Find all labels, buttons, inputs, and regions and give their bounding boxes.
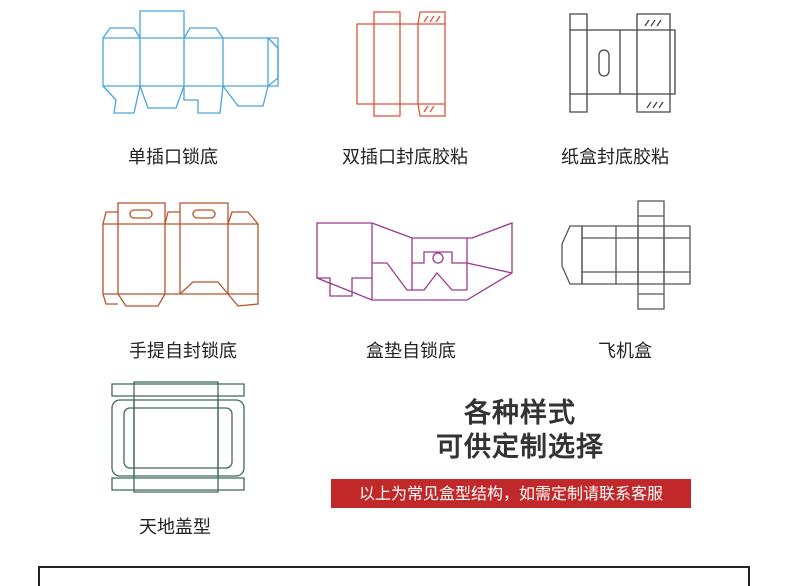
mailer-box-dieline [560, 198, 695, 313]
contact-service-banner: 以上为常见盒型结构，如需定制请联系客服 [331, 479, 691, 508]
promo-headline-line2: 可供定制选择 [436, 432, 604, 463]
promo-headline-line1: 各种样式 [464, 398, 576, 429]
handle-self-lock-bottom-dieline [98, 200, 263, 310]
caption-double-tuck-glued-bottom: 双插口封底胶粘 [342, 147, 468, 168]
caption-mailer-box: 飞机盒 [598, 341, 652, 362]
carton-glued-bottom-dieline [565, 8, 680, 118]
box-insert-self-lock-bottom-dieline [312, 218, 517, 303]
lid-and-base-dieline [108, 378, 248, 496]
caption-lid-and-base: 天地盖型 [139, 517, 211, 538]
bottom-section-frame [38, 566, 750, 586]
single-tuck-lock-bottom-dieline [98, 8, 283, 118]
caption-box-insert-self-lock-bottom: 盒垫自锁底 [366, 341, 456, 362]
double-tuck-glued-bottom-dieline [352, 8, 452, 118]
caption-single-tuck-lock-bottom: 单插口锁底 [128, 147, 218, 168]
caption-handle-self-lock-bottom: 手提自封锁底 [129, 341, 237, 362]
caption-carton-glued-bottom: 纸盒封底胶粘 [561, 147, 669, 168]
